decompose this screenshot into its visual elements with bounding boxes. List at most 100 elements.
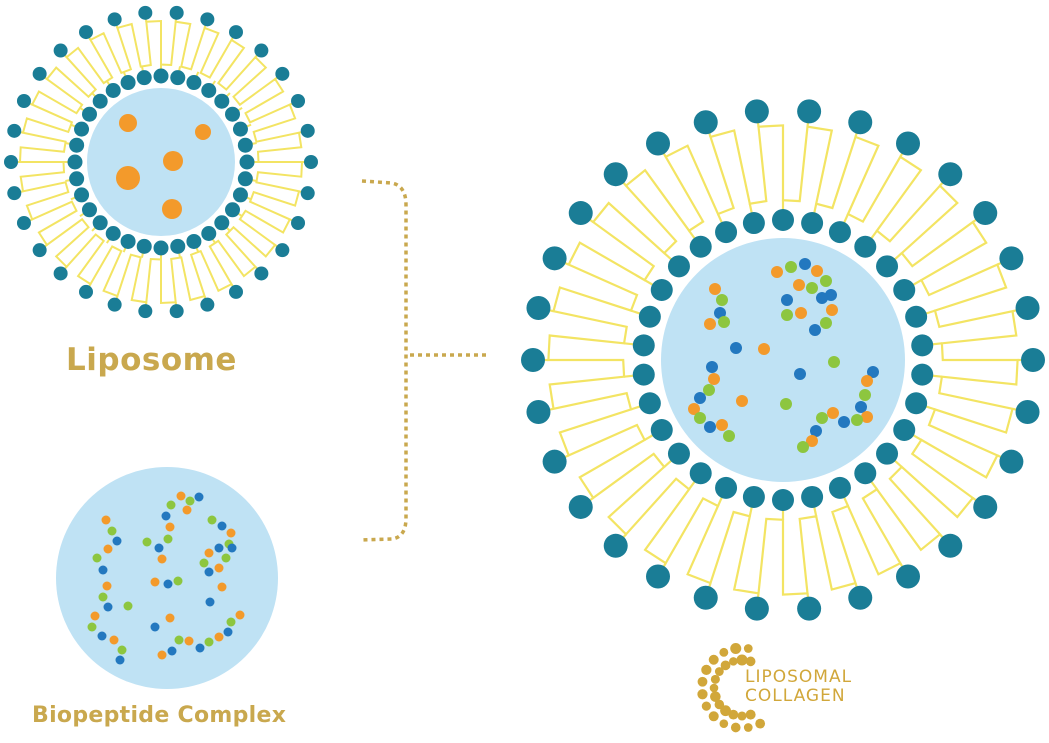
phospholipid-head: [638, 305, 661, 328]
phospholipid-head: [169, 304, 184, 319]
peptide-bead: [716, 294, 728, 306]
vesicle-core: [87, 88, 235, 236]
phospholipid-head: [646, 131, 670, 156]
phospholipid-head: [911, 334, 934, 357]
peptide-bead: [226, 617, 236, 627]
phospholipid-head: [136, 70, 152, 86]
peptide-bead: [150, 622, 160, 632]
phospholipid-head: [632, 363, 655, 386]
logo-dot: [709, 683, 719, 693]
phospholipid-head: [973, 201, 998, 226]
phospholipid-head: [854, 235, 877, 258]
phospholipid-head: [801, 212, 824, 235]
phospholipid-head: [169, 5, 184, 20]
phospholipid-head: [893, 279, 916, 301]
logo-dot: [708, 711, 719, 722]
peptide-bead: [793, 279, 805, 291]
logo-dot: [736, 654, 748, 666]
phospholipid-head: [999, 449, 1024, 474]
logo-dot: [745, 709, 756, 720]
logo-dot: [701, 664, 712, 675]
peptide-bead: [163, 579, 173, 589]
peptide-bead: [718, 316, 730, 328]
peptide-bead: [176, 491, 186, 501]
peptide-bead: [704, 318, 716, 330]
phospholipid-head: [214, 215, 230, 231]
peptide-bead: [115, 655, 125, 665]
phospholipid-head: [229, 25, 243, 40]
peptide-bead: [150, 577, 160, 587]
logo-dot: [728, 709, 739, 720]
phospholipid-head: [254, 266, 269, 281]
phospholipid-head: [938, 162, 963, 187]
logo-dot: [755, 718, 766, 729]
phospholipid-head: [848, 585, 873, 610]
phospholipid-head: [105, 82, 121, 98]
phospholipid-head: [186, 75, 202, 91]
phospholipid-head: [7, 123, 22, 138]
peptide-bead: [809, 324, 821, 336]
cargo-molecule: [195, 124, 211, 140]
peptide-bead: [214, 563, 224, 573]
phospholipid-head: [138, 304, 153, 319]
phospholipid-head: [120, 75, 136, 91]
phospholipid-head: [201, 82, 217, 98]
peptide-bead: [797, 441, 809, 453]
cargo-molecule: [119, 114, 137, 132]
logo-dot: [720, 660, 731, 671]
peptide-bead: [173, 576, 183, 586]
logo-dot: [710, 691, 721, 702]
phospholipid-head: [876, 442, 899, 465]
phospholipid-head: [828, 221, 851, 244]
logo-dot: [697, 676, 708, 687]
phospholipid-head: [896, 131, 920, 156]
biopeptide-complex-caption: Biopeptide Complex: [32, 703, 287, 728]
biopeptide-core: [56, 467, 278, 689]
peptide-bead: [103, 544, 113, 554]
phospholipid-head: [225, 202, 241, 218]
phospholipid-head: [650, 419, 673, 441]
peptide-bead: [723, 430, 735, 442]
phospholipid-head: [521, 348, 545, 372]
peptide-bead: [109, 635, 119, 645]
biopeptide-complex-illustration: [56, 467, 278, 689]
phospholipid-head: [275, 243, 290, 258]
peptide-bead: [184, 636, 194, 646]
peptide-bead: [826, 304, 838, 316]
peptide-bead: [235, 610, 245, 620]
phospholipid-head: [16, 216, 31, 231]
phospholipid-head: [744, 99, 769, 124]
peptide-bead: [730, 342, 742, 354]
peptide-bead: [855, 401, 867, 413]
phospholipid-head: [214, 93, 230, 109]
peptide-bead: [704, 421, 716, 433]
liposome-illustration: [4, 5, 318, 319]
phospholipid-head: [526, 296, 551, 321]
peptide-bead: [851, 414, 863, 426]
peptide-bead: [861, 375, 873, 387]
logo-dot: [697, 689, 708, 700]
cargo-molecule: [162, 199, 182, 219]
peptide-bead: [102, 581, 112, 591]
phospholipid-head: [275, 66, 290, 81]
peptide-bead: [182, 505, 192, 515]
phospholipid-head: [300, 123, 315, 138]
phospholipid-head: [828, 476, 851, 499]
phospholipid-head: [893, 419, 916, 441]
peptide-bead: [167, 646, 177, 656]
peptide-bead: [859, 389, 871, 401]
phospholipid-head: [232, 187, 248, 203]
phospholipid-head: [715, 476, 738, 499]
liposomal-collagen-illustration: [521, 99, 1045, 621]
phospholipid-head: [797, 99, 822, 124]
peptide-bead: [838, 416, 850, 428]
phospholipid-head: [79, 284, 93, 299]
logo-dot: [719, 647, 729, 657]
phospholipid-head: [67, 154, 83, 170]
phospholipid-head: [81, 106, 97, 122]
logo-dot: [743, 644, 753, 653]
cargo-molecule: [163, 151, 183, 171]
peptide-bead: [799, 258, 811, 270]
phospholipid-head: [79, 25, 93, 40]
peptide-bead: [816, 292, 828, 304]
